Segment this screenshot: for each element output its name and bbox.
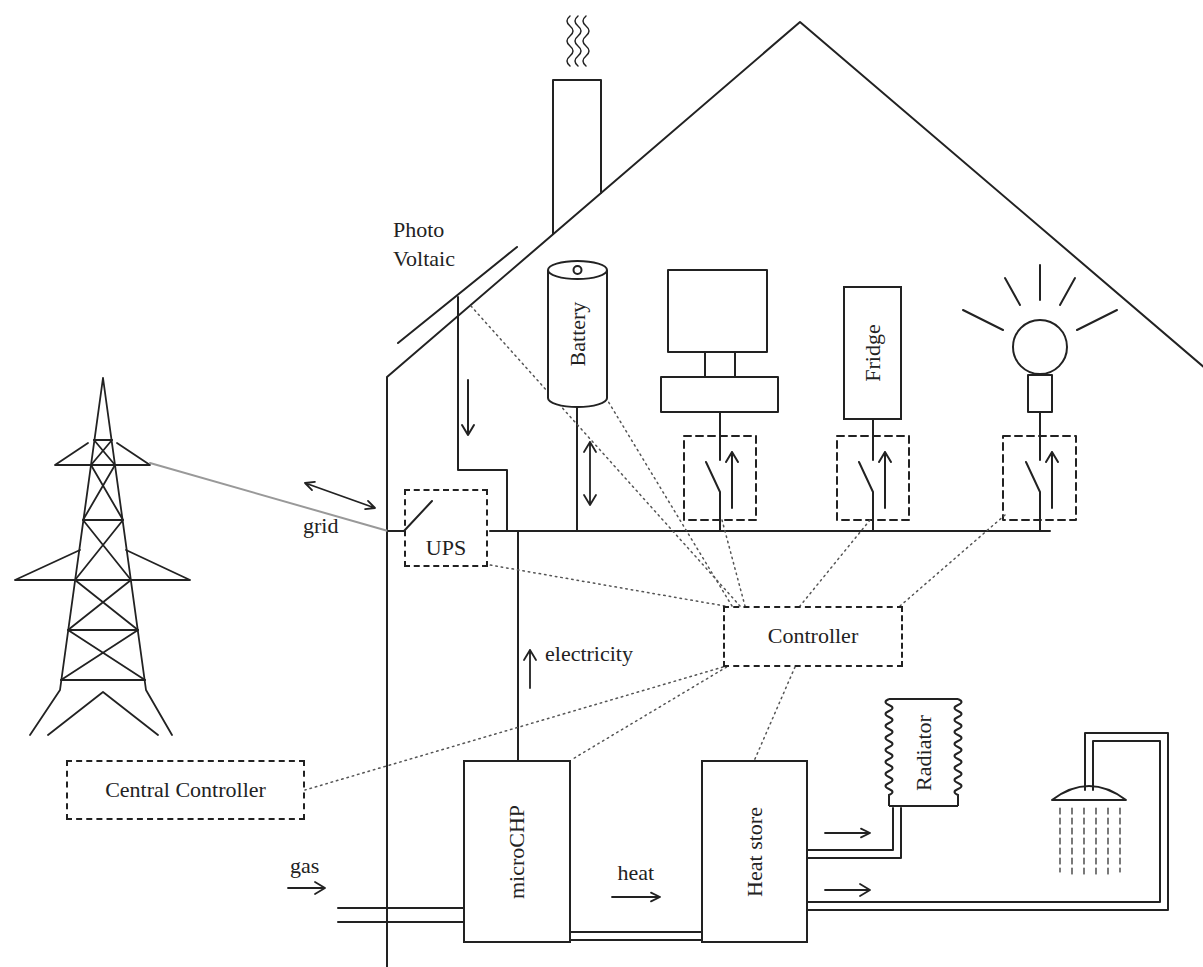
- battery-node: Battery: [547, 260, 608, 408]
- power-bus: [584, 442, 596, 505]
- house-outline: [553, 80, 601, 234]
- connector: [571, 893, 701, 940]
- light-bulb: [963, 265, 1117, 412]
- hot-water-pipe: [808, 741, 1160, 902]
- node-label: Battery: [564, 302, 590, 367]
- node-label: Controller: [768, 623, 858, 649]
- radiator-fins: [886, 699, 962, 806]
- light-bulb: [1013, 320, 1067, 374]
- light-bulb: [963, 265, 1117, 330]
- box-node: Heat store: [701, 760, 808, 943]
- gas-pipe: [338, 908, 463, 922]
- gas-pipe: [288, 882, 463, 922]
- smoke: [567, 16, 573, 66]
- house-outline: [387, 22, 1203, 967]
- text-label: electricity: [545, 640, 633, 669]
- hot-water-pipe: [825, 884, 870, 896]
- shower-head: [1060, 808, 1120, 878]
- pylon: [15, 378, 190, 735]
- pylon: [61, 440, 145, 680]
- connector: [571, 667, 727, 760]
- smoke: [575, 16, 581, 66]
- node-label: Fridge: [859, 324, 885, 381]
- control-link: [488, 565, 725, 606]
- switch-boxes: [684, 412, 1076, 531]
- connector: [808, 808, 901, 858]
- photovoltaic-panel: [462, 380, 474, 435]
- smoke: [567, 16, 589, 66]
- hot-water-pipe: [808, 733, 1168, 910]
- box-node: microCHP: [463, 760, 571, 943]
- pylon: [30, 378, 172, 735]
- grid-wire: [388, 501, 432, 531]
- node-label: UPS: [426, 535, 466, 561]
- heat-pipe: [571, 932, 701, 940]
- power-bus: [576, 408, 578, 531]
- control-links: [800, 520, 870, 606]
- text-label: grid: [303, 512, 338, 541]
- grid-wire: [150, 463, 388, 531]
- power-bus: [524, 650, 536, 688]
- pylon: [15, 550, 190, 580]
- radiator-edges: [889, 699, 958, 806]
- computer: [661, 270, 778, 412]
- node-label: Radiator: [910, 715, 936, 791]
- box-node: Central Controller: [66, 760, 305, 820]
- power-bus: [490, 408, 1050, 760]
- node-label: Central Controller: [105, 777, 266, 803]
- heat-pipe: [808, 808, 901, 858]
- pylon: [61, 440, 145, 680]
- light-bulb: [1028, 375, 1052, 412]
- power-bus: [517, 531, 519, 760]
- text-label: gas: [290, 852, 319, 881]
- node-label: microCHP: [504, 804, 530, 898]
- switch-boxes: [1026, 412, 1058, 531]
- house-outline: [387, 22, 1203, 967]
- control-link: [605, 396, 732, 606]
- control-link: [755, 667, 796, 760]
- computer: [661, 377, 778, 412]
- control-link: [305, 667, 723, 790]
- battery-body: [548, 270, 607, 407]
- gas-pipe: [288, 882, 325, 894]
- control-links: [900, 515, 1005, 606]
- flow-arrow: [612, 893, 660, 902]
- battery-terminal: [574, 266, 582, 274]
- text-label: Photo Voltaic: [393, 216, 488, 273]
- box-node: UPS: [404, 489, 488, 567]
- shower-head: [1052, 786, 1126, 878]
- computer: [668, 270, 767, 352]
- connector: [755, 667, 796, 760]
- grid-wire: [150, 463, 432, 531]
- switch-boxes: [706, 412, 738, 531]
- pylon: [55, 443, 150, 465]
- node-label: Heat store: [741, 807, 767, 897]
- photovoltaic-panel: [458, 297, 507, 531]
- connector: [605, 396, 732, 606]
- box-node: Fridge: [843, 286, 902, 420]
- connector: [488, 565, 725, 606]
- box-node: Controller: [723, 606, 903, 667]
- shower-head: [1052, 786, 1126, 800]
- smoke: [583, 16, 589, 66]
- edge-label: heat: [616, 859, 657, 888]
- battery-top: [548, 261, 607, 279]
- grid-wire: [305, 482, 375, 509]
- control-link: [571, 667, 727, 760]
- flow-arrow: [825, 829, 870, 838]
- control-links: [722, 520, 745, 606]
- power-bus: [490, 530, 1050, 532]
- switch-boxes: [859, 420, 891, 531]
- connector: [305, 667, 723, 790]
- radiator-node: Radiator: [882, 697, 965, 808]
- computer: [705, 352, 735, 377]
- hot-water-pipe: [808, 733, 1168, 910]
